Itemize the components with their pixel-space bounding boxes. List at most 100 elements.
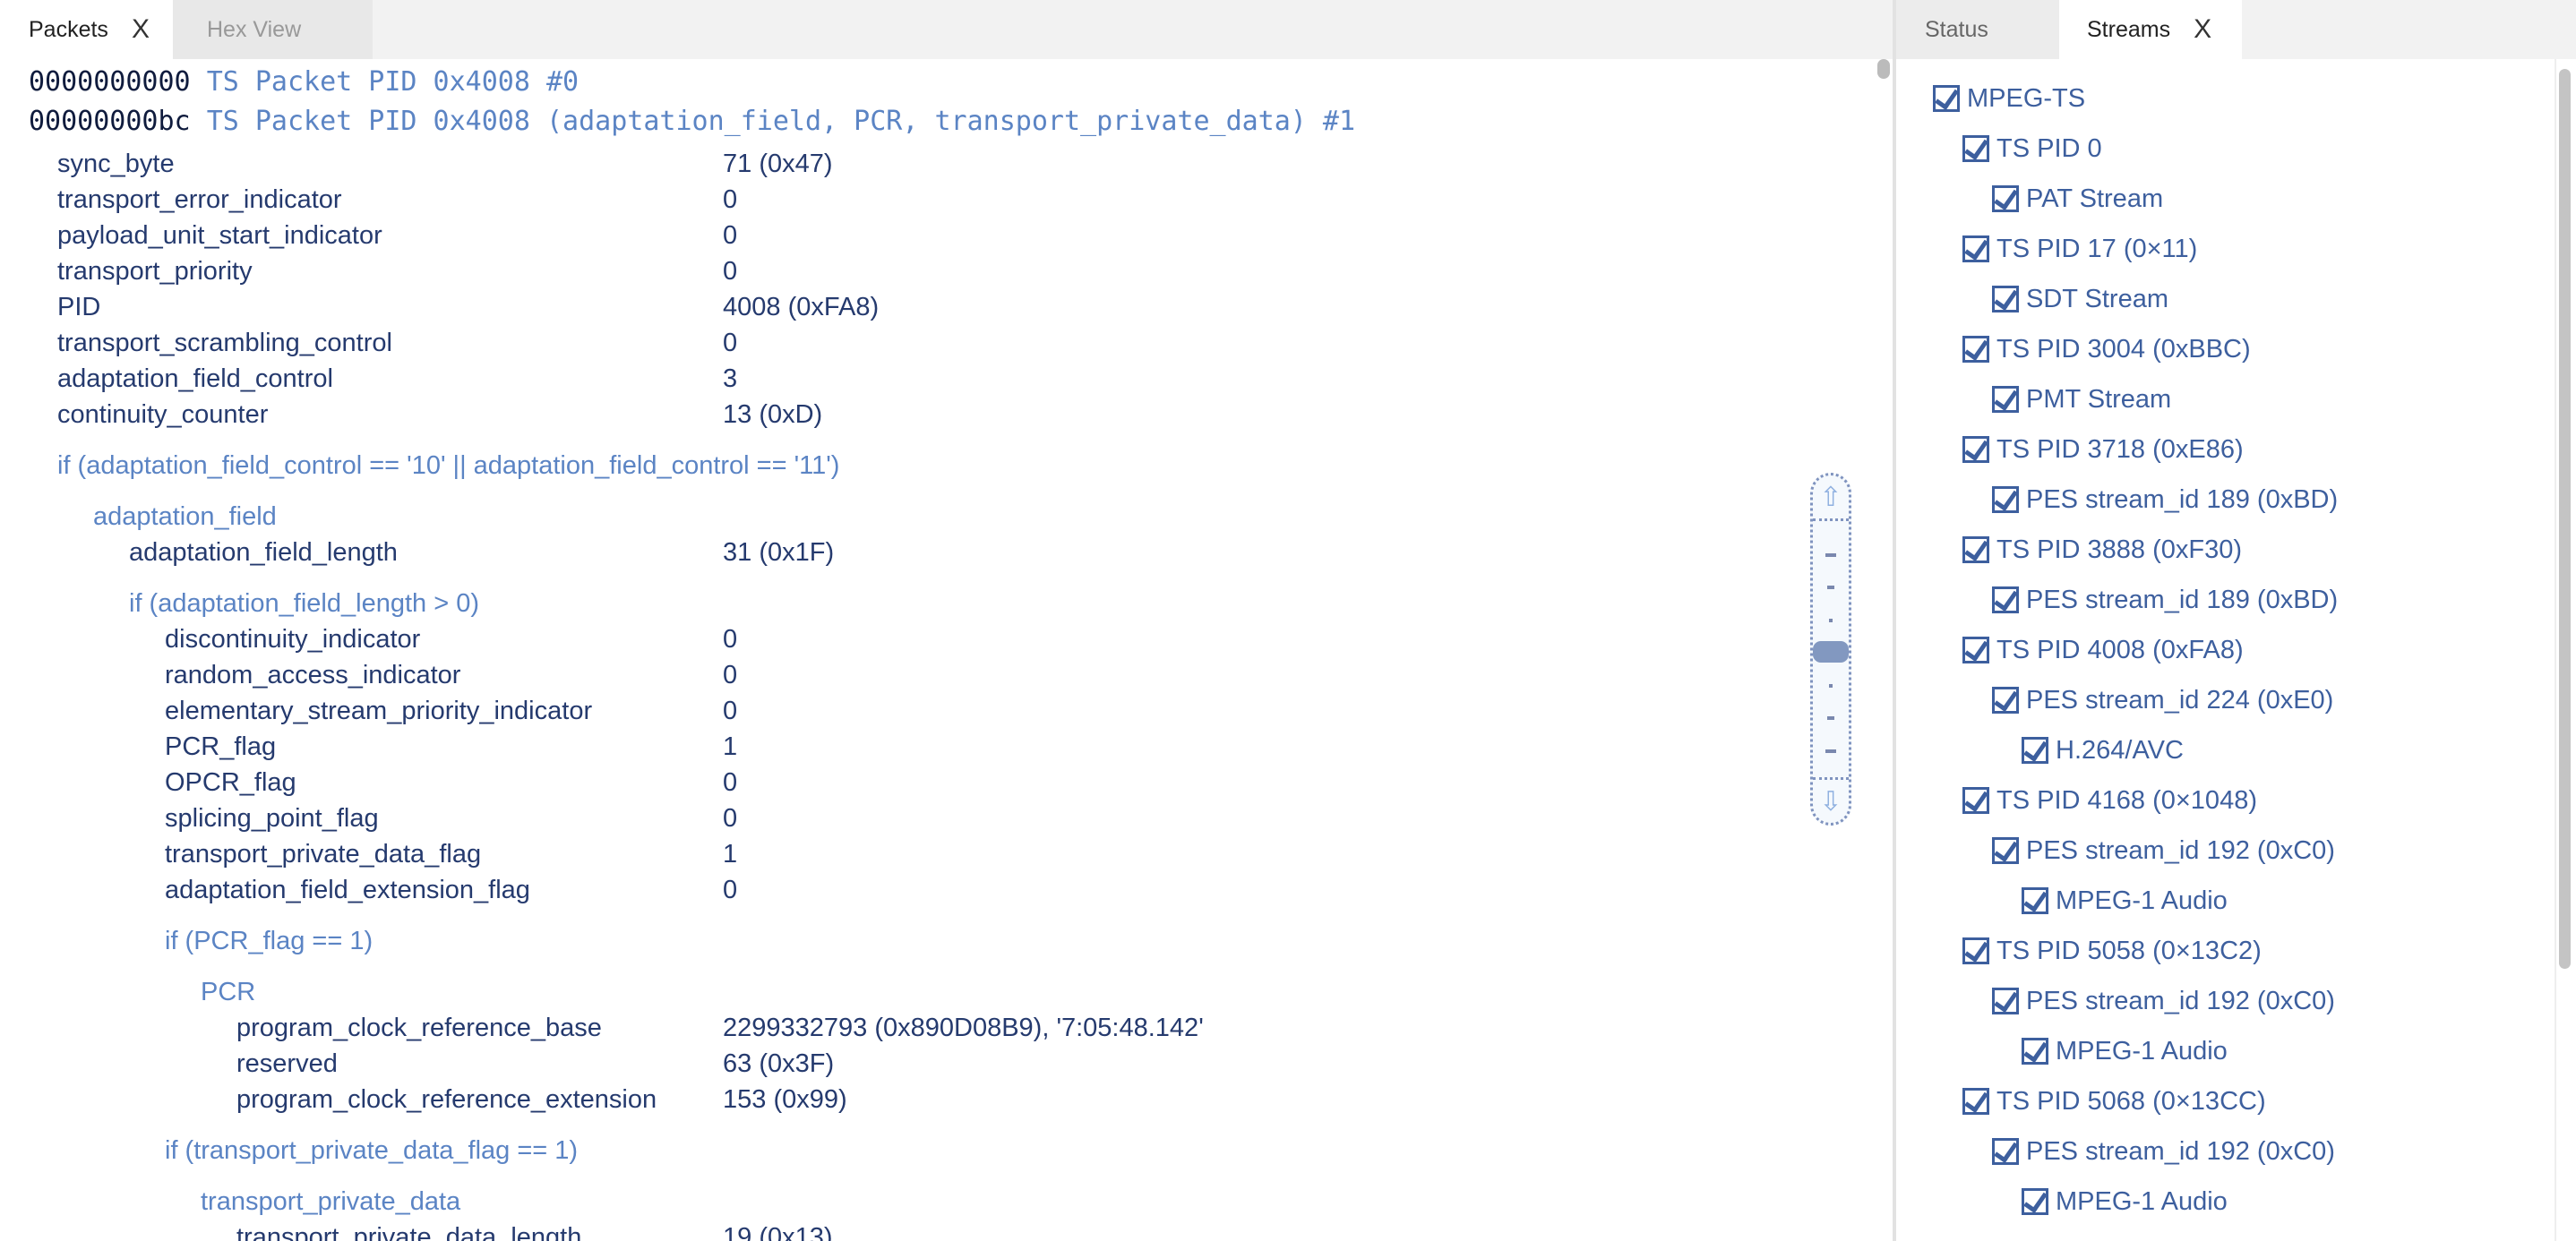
tab-streams[interactable]: Streams X xyxy=(2059,0,2242,59)
packet-navigator[interactable]: ⇧ ⇩ xyxy=(1810,473,1851,826)
stream-tree-item[interactable]: TS PID 5058 (0×13C2) xyxy=(1962,926,2262,976)
checkbox-checked-icon[interactable] xyxy=(1992,386,2019,413)
checkbox-checked-icon[interactable] xyxy=(2022,887,2048,914)
checkbox-checked-icon[interactable] xyxy=(1962,787,1989,814)
checkbox-checked-icon[interactable] xyxy=(1992,837,2019,864)
packets-scrollbar[interactable] xyxy=(1877,59,1890,79)
checkbox-checked-icon[interactable] xyxy=(1992,988,2019,1014)
field-value: 0 xyxy=(723,804,738,833)
arrow-up-icon[interactable]: ⇧ xyxy=(1813,475,1849,521)
checkbox-checked-icon[interactable] xyxy=(1992,687,2019,714)
checkbox-checked-icon[interactable] xyxy=(1992,286,2019,312)
checkbox-checked-icon[interactable] xyxy=(1962,1088,1989,1115)
stream-tree-item[interactable]: PES stream_id 192 (0xC0) xyxy=(1992,1126,2335,1177)
stream-tree-item[interactable]: TS PID 4008 (0xFA8) xyxy=(1962,625,2244,675)
close-icon[interactable]: X xyxy=(2194,14,2212,44)
stream-tree-item[interactable]: PES stream_id 192 (0xC0) xyxy=(1992,976,2335,1026)
stream-tree-item[interactable]: TS PID 0 xyxy=(1962,124,2102,174)
checkbox-checked-icon[interactable] xyxy=(1962,135,1989,162)
checkbox-checked-icon[interactable] xyxy=(1992,586,2019,613)
left-tab-bar: Packets X Hex View xyxy=(0,0,1894,59)
stream-tree-item[interactable]: TS PID 3888 (0xF30) xyxy=(1962,525,2242,575)
field-value: 153 (0x99) xyxy=(723,1085,847,1114)
checkbox-checked-icon[interactable] xyxy=(1962,637,1989,663)
stream-tree-item[interactable]: PES stream_id 192 (0xC0) xyxy=(1992,826,2335,876)
section-row[interactable]: if (transport_private_data_flag == 1) xyxy=(0,1133,1863,1168)
streams-scrollbar[interactable] xyxy=(2559,69,2571,969)
checkbox-checked-icon[interactable] xyxy=(2022,1038,2048,1065)
stream-label: TS PID 4008 (0xFA8) xyxy=(1996,635,2244,664)
tab-status[interactable]: Status xyxy=(1896,0,2059,59)
field-value: 0 xyxy=(723,876,738,904)
close-icon[interactable]: X xyxy=(131,14,150,44)
stream-tree-item[interactable]: SDT Stream xyxy=(1992,274,2168,324)
stream-tree-item[interactable]: PMT Stream xyxy=(1992,374,2171,424)
checkbox-checked-icon[interactable] xyxy=(1992,486,2019,513)
streams-scroll-track xyxy=(2555,59,2556,1241)
stream-tree-item[interactable]: MPEG-1 Audio xyxy=(2022,1026,2228,1076)
section-row[interactable]: if (adaptation_field_control == '10' || … xyxy=(0,448,1863,484)
stream-tree-item[interactable]: PAT Stream xyxy=(1992,174,2163,224)
stream-tree-item[interactable]: TS PID 3718 (0xE86) xyxy=(1962,424,2244,475)
section-row[interactable]: if (PCR_flag == 1) xyxy=(0,923,1863,959)
checkbox-checked-icon[interactable] xyxy=(1962,536,1989,563)
pane-splitter[interactable] xyxy=(1893,0,1896,1241)
stream-tree-item[interactable]: TS PID 5068 (0×13CC) xyxy=(1962,1076,2266,1126)
checkbox-checked-icon[interactable] xyxy=(2022,1188,2048,1215)
packet-header[interactable]: 00000000bc TS Packet PID 0x4008 (adaptat… xyxy=(29,106,1355,137)
checkbox-checked-icon[interactable] xyxy=(1992,185,2019,212)
stream-tree-item[interactable]: PES stream_id 189 (0xBD) xyxy=(1992,475,2338,525)
field-row[interactable]: adaptation_field_extension_flag 0 xyxy=(0,872,1863,908)
section-row[interactable]: transport_private_data xyxy=(0,1184,1863,1220)
stream-tree-item[interactable]: TS PID 4168 (0×1048) xyxy=(1962,775,2257,826)
stream-tree-item[interactable]: PES stream_id 224 (0xE0) xyxy=(1992,675,2333,725)
tab-hex-view[interactable]: Hex View xyxy=(173,0,373,59)
checkbox-checked-icon[interactable] xyxy=(1962,235,1989,262)
arrow-down-icon[interactable]: ⇩ xyxy=(1813,777,1849,823)
checkbox-checked-icon[interactable] xyxy=(1933,85,1960,112)
stream-tree-item[interactable]: MPEG-TS xyxy=(1933,73,2085,124)
stream-tree-item[interactable]: TS PID 3004 (0xBBC) xyxy=(1962,324,2251,374)
stream-tree-item[interactable]: PES stream_id 189 (0xBD) xyxy=(1992,575,2338,625)
checkbox-checked-icon[interactable] xyxy=(1962,336,1989,363)
field-value: 1 xyxy=(723,840,738,869)
checkbox-checked-icon[interactable] xyxy=(1962,937,1989,964)
stream-tree-item[interactable]: MPEG-1 Audio xyxy=(2022,1177,2228,1227)
section-row[interactable]: adaptation_field xyxy=(0,499,1863,535)
section-row[interactable]: if (adaptation_field_length > 0) xyxy=(0,586,1863,621)
section-row[interactable]: PCR xyxy=(0,974,1863,1010)
checkbox-checked-icon[interactable] xyxy=(1992,1138,2019,1165)
stream-tree-item[interactable]: H.264/AVC xyxy=(2022,725,2184,775)
field-name: adaptation_field_extension_flag xyxy=(165,876,530,904)
stream-tree-item[interactable]: MPEG-1 Audio xyxy=(2022,876,2228,926)
navigator-thumb[interactable] xyxy=(1813,641,1849,663)
checkbox-checked-icon[interactable] xyxy=(1962,436,1989,463)
stream-tree-item[interactable]: TS PID 17 (0×11) xyxy=(1962,224,2197,274)
field-name: transport_private_data_length xyxy=(236,1223,582,1241)
tab-packets[interactable]: Packets X xyxy=(0,0,173,59)
checkbox-checked-icon[interactable] xyxy=(2022,737,2048,764)
stream-label: MPEG-1 Audio xyxy=(2056,1036,2228,1066)
packet-header[interactable]: 0000000000 TS Packet PID 0x4008 #0 xyxy=(29,66,579,98)
section-label: if (PCR_flag == 1) xyxy=(165,927,374,955)
